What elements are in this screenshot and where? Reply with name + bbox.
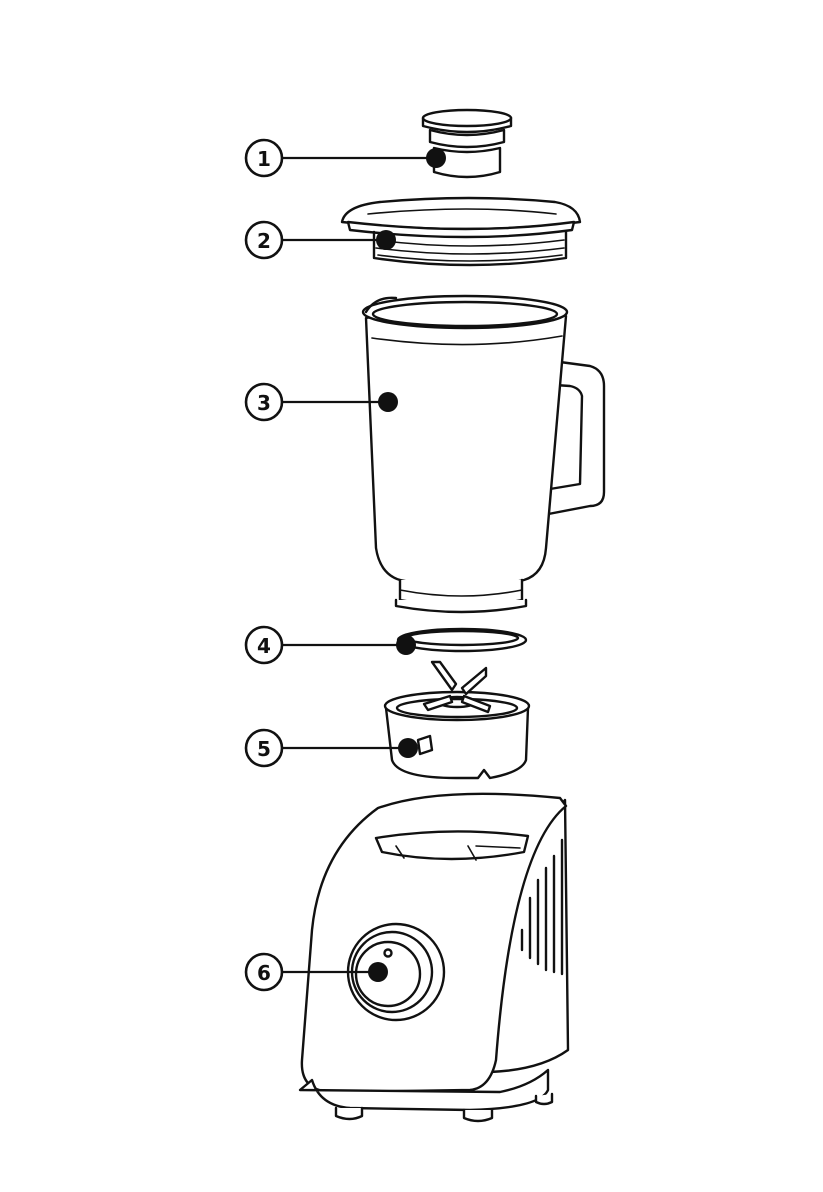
callout-label-5: 5	[257, 737, 271, 761]
motor-base	[300, 794, 568, 1121]
callout-label-4: 4	[257, 634, 271, 658]
blade-assembly	[385, 662, 529, 778]
callout-4: 4	[246, 627, 416, 663]
callout-label-3: 3	[257, 391, 271, 415]
callout-1: 1	[246, 140, 446, 176]
sealing-ring	[398, 629, 526, 651]
callout-label-1: 1	[257, 147, 271, 171]
jar	[363, 296, 604, 612]
lid	[342, 198, 580, 265]
callout-label-6: 6	[257, 961, 271, 985]
callout-label-2: 2	[257, 229, 271, 253]
